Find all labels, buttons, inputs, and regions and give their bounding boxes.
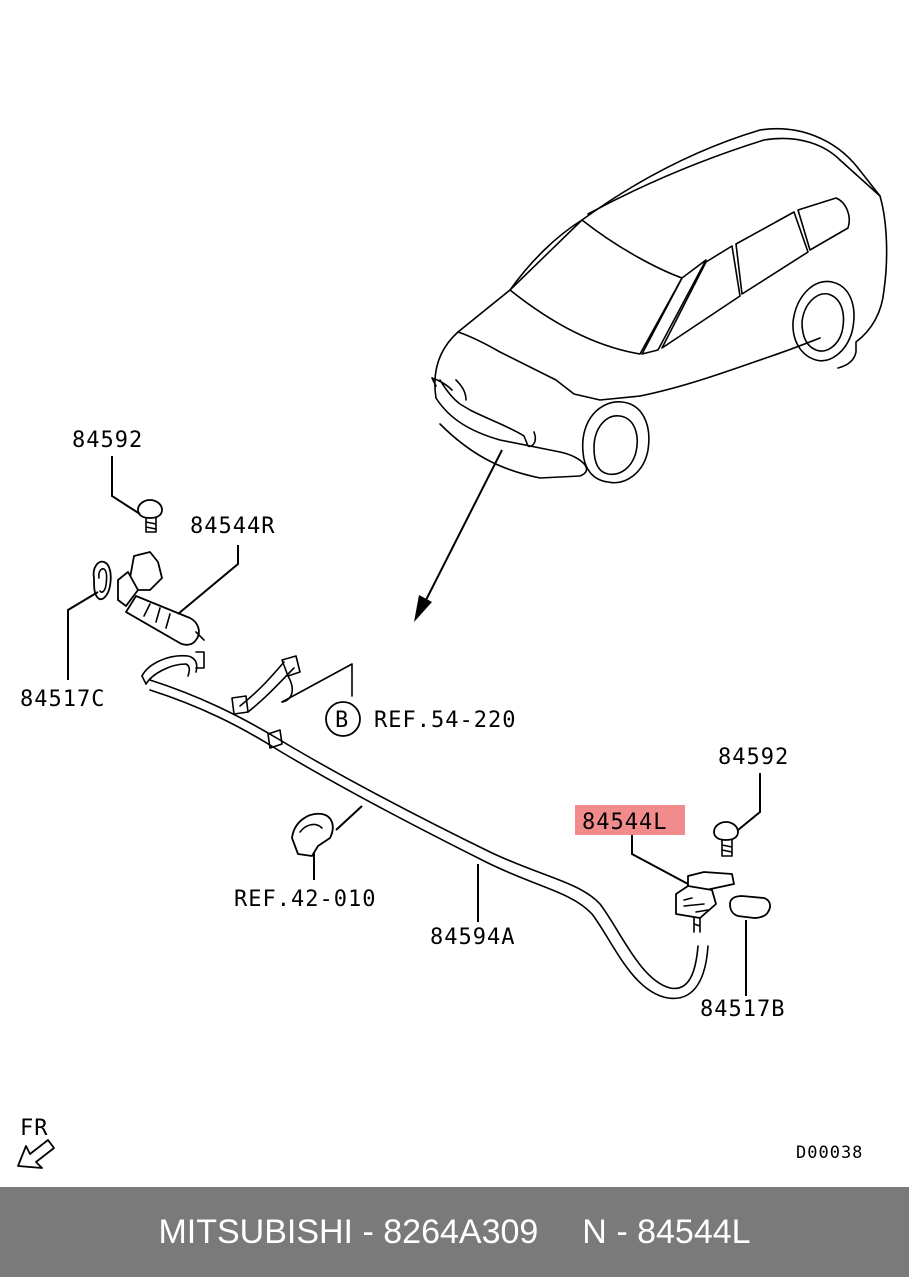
front-direction-marker: FR [17,1116,55,1169]
callout-84544r: 84544R [190,514,275,539]
footer-separator: - [362,1212,374,1251]
footer-part-number: 8264A309 [383,1212,539,1251]
washer-hose [141,651,709,1000]
nozzle-right-assembly [92,499,205,646]
fr-arrow-icon [17,1139,55,1169]
ref-circle [325,701,361,737]
ref-circle-letter: B [335,708,349,733]
callout-ref-42-010: REF.42-010 [234,887,376,912]
callout-84592-upper: 84592 [72,428,143,453]
leader-lines [67,456,761,996]
footer-bar: MITSUBISHI - 8264A309 N - 84544L [0,1187,909,1277]
fr-label: FR [20,1116,49,1141]
callout-84517c: 84517C [20,687,105,712]
callout-84592-lower: 84592 [718,745,789,770]
ref-54-pointer [281,663,353,703]
parts-diagram: 84592 84544R 84517C B REF.54-220 84592 8… [17,128,888,1169]
footer-separator-2: - [616,1212,628,1251]
footer-brand: MITSUBISHI [158,1212,354,1251]
callout-84544l: 84544L [582,810,667,835]
callout-ref-54-220: REF.54-220 [374,708,516,733]
footer-code: 84544L [637,1212,751,1251]
clip-ref-42 [291,805,363,880]
footer-prefix: N [582,1212,607,1251]
callout-84517b: 84517B [700,997,785,1022]
detail-arrow [414,449,503,622]
highlight-box [575,805,685,835]
callout-84594a: 84594A [430,925,515,950]
vehicle-illustration [431,128,888,484]
diagram-code: D00038 [796,1143,863,1163]
nozzle-left-assembly [675,821,771,933]
